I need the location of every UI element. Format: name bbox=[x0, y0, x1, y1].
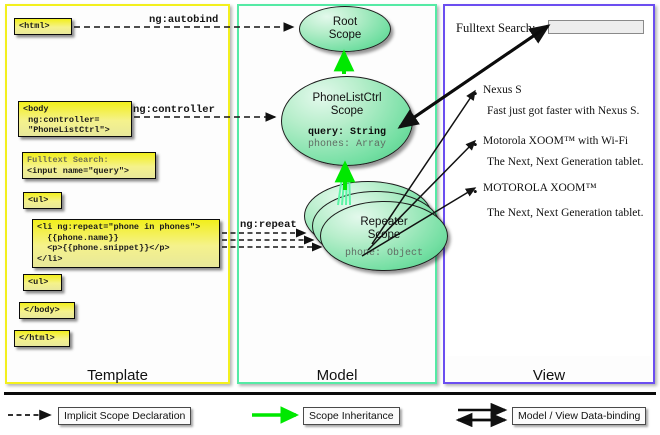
edge-label-ng-autobind: ng:autobind bbox=[149, 14, 219, 26]
code-box-html-close: </html> bbox=[14, 330, 70, 347]
code-box-body-close: </body> bbox=[19, 302, 75, 319]
edge-label-ng-controller: ng:controller bbox=[133, 104, 215, 116]
view-item-name-1: Nexus S bbox=[483, 84, 522, 96]
code-box-body-open: <body ng:controller= "PhoneListCtrl"> bbox=[18, 101, 132, 137]
view-item-snippet-3: The Next, Next Generation tablet. bbox=[487, 207, 644, 219]
column-label-model: Model bbox=[316, 367, 358, 384]
legend-arrow-databinding bbox=[455, 402, 508, 428]
scope-root-title-line2: Scope bbox=[328, 29, 362, 41]
legend-divider bbox=[4, 392, 656, 395]
code-box-html-open: <html> bbox=[14, 18, 72, 35]
code-box-li-repeat: <li ng:repeat="phone in phones"> {{phone… bbox=[32, 219, 220, 268]
scope-phonelistctrl-title-line1: PhoneListCtrl bbox=[312, 91, 382, 104]
code-search-label: Fulltext Search: bbox=[27, 155, 109, 165]
view-search-label: Fulltext Search: bbox=[456, 21, 536, 35]
scope-property-phone: phone: Object bbox=[344, 248, 423, 259]
view-bullet-icon-1: • bbox=[473, 86, 478, 101]
scope-root-title-line1: Root bbox=[332, 16, 358, 28]
scope-phonelistctrl: PhoneListCtrl Scope query: String phones… bbox=[281, 76, 413, 166]
legend-item-implicit-scope-declaration: Implicit Scope Declaration bbox=[58, 407, 192, 425]
column-label-template: Template bbox=[87, 367, 148, 384]
view-item-name-3: MOTOROLA XOOM™ bbox=[483, 182, 597, 194]
view-item-snippet-1: Fast just got faster with Nexus S. bbox=[487, 105, 640, 117]
scope-property-query: query: String bbox=[307, 126, 386, 138]
column-label-view: View bbox=[532, 367, 566, 384]
code-box-fulltext-search: Fulltext Search: <input name="query"> bbox=[22, 152, 156, 179]
scope-repeater: Repeater Scope phone: Object bbox=[320, 201, 448, 271]
code-search-input-tag: <input name="query"> bbox=[27, 165, 130, 176]
view-search-input[interactable] bbox=[548, 20, 644, 34]
legend-item-model-view-data-binding: Model / View Data-binding bbox=[512, 407, 647, 425]
legend-item-scope-inheritance: Scope Inheritance bbox=[303, 407, 400, 425]
code-box-ul-close: <ul> bbox=[23, 274, 62, 291]
view-bullet-icon-2: • bbox=[473, 137, 478, 152]
scope-root: Root Scope bbox=[299, 6, 391, 52]
scope-phonelistctrl-title-line2: Scope bbox=[330, 104, 364, 117]
view-rendered-page: Fulltext Search: • Nexus S Fast just got… bbox=[447, 8, 651, 356]
view-item-snippet-2: The Next, Next Generation tablet. bbox=[487, 156, 644, 168]
scope-repeater-title-line2: Scope bbox=[367, 229, 401, 241]
edge-label-ng-repeat: ng:repeat bbox=[240, 219, 297, 231]
scope-property-phones: phones: Array bbox=[307, 138, 386, 150]
view-bullet-icon-3: • bbox=[473, 184, 478, 199]
code-box-ul-open: <ul> bbox=[23, 192, 62, 209]
scope-repeater-title-line1: Repeater bbox=[360, 216, 408, 228]
view-item-name-2: Motorola XOOM™ with Wi-Fi bbox=[483, 135, 629, 147]
